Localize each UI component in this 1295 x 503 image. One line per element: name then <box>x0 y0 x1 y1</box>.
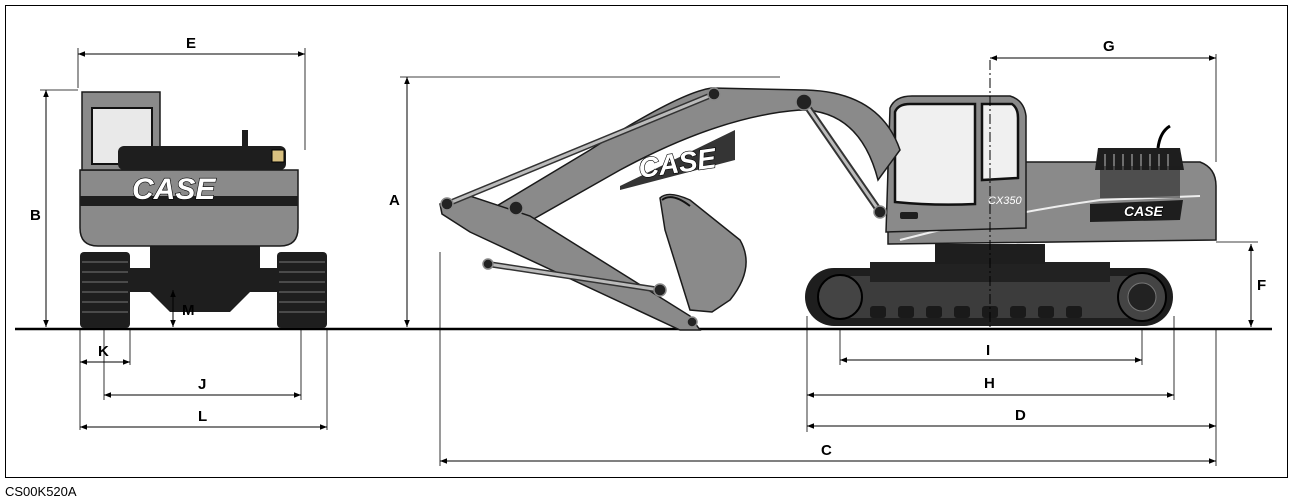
side-dimensions: A G F I H D C <box>389 38 1266 466</box>
label-G: G <box>1103 38 1115 55</box>
label-B: B <box>30 207 41 224</box>
label-D: D <box>1015 407 1026 424</box>
front-view-excavator: CASE <box>79 91 327 328</box>
label-I: I <box>986 342 990 359</box>
model-badge: CX350 <box>988 195 1023 207</box>
label-H: H <box>984 375 995 392</box>
figure-code: CS00K520A <box>5 484 77 499</box>
side-view-excavator: CX350 CASE CASE <box>439 60 1217 331</box>
boom-logo: CASE <box>637 142 720 184</box>
label-K: K <box>98 343 109 360</box>
label-F: F <box>1257 277 1266 294</box>
label-C: C <box>821 442 832 459</box>
label-E: E <box>186 35 196 52</box>
label-L: L <box>198 408 207 425</box>
side-logo: CASE <box>1124 203 1164 219</box>
label-J: J <box>198 376 206 393</box>
figure-frame <box>5 5 1288 478</box>
label-M: M <box>182 302 195 319</box>
front-dimensions: E B M K J L <box>30 35 328 430</box>
front-logo: CASE <box>132 173 216 206</box>
label-A: A <box>389 192 400 209</box>
